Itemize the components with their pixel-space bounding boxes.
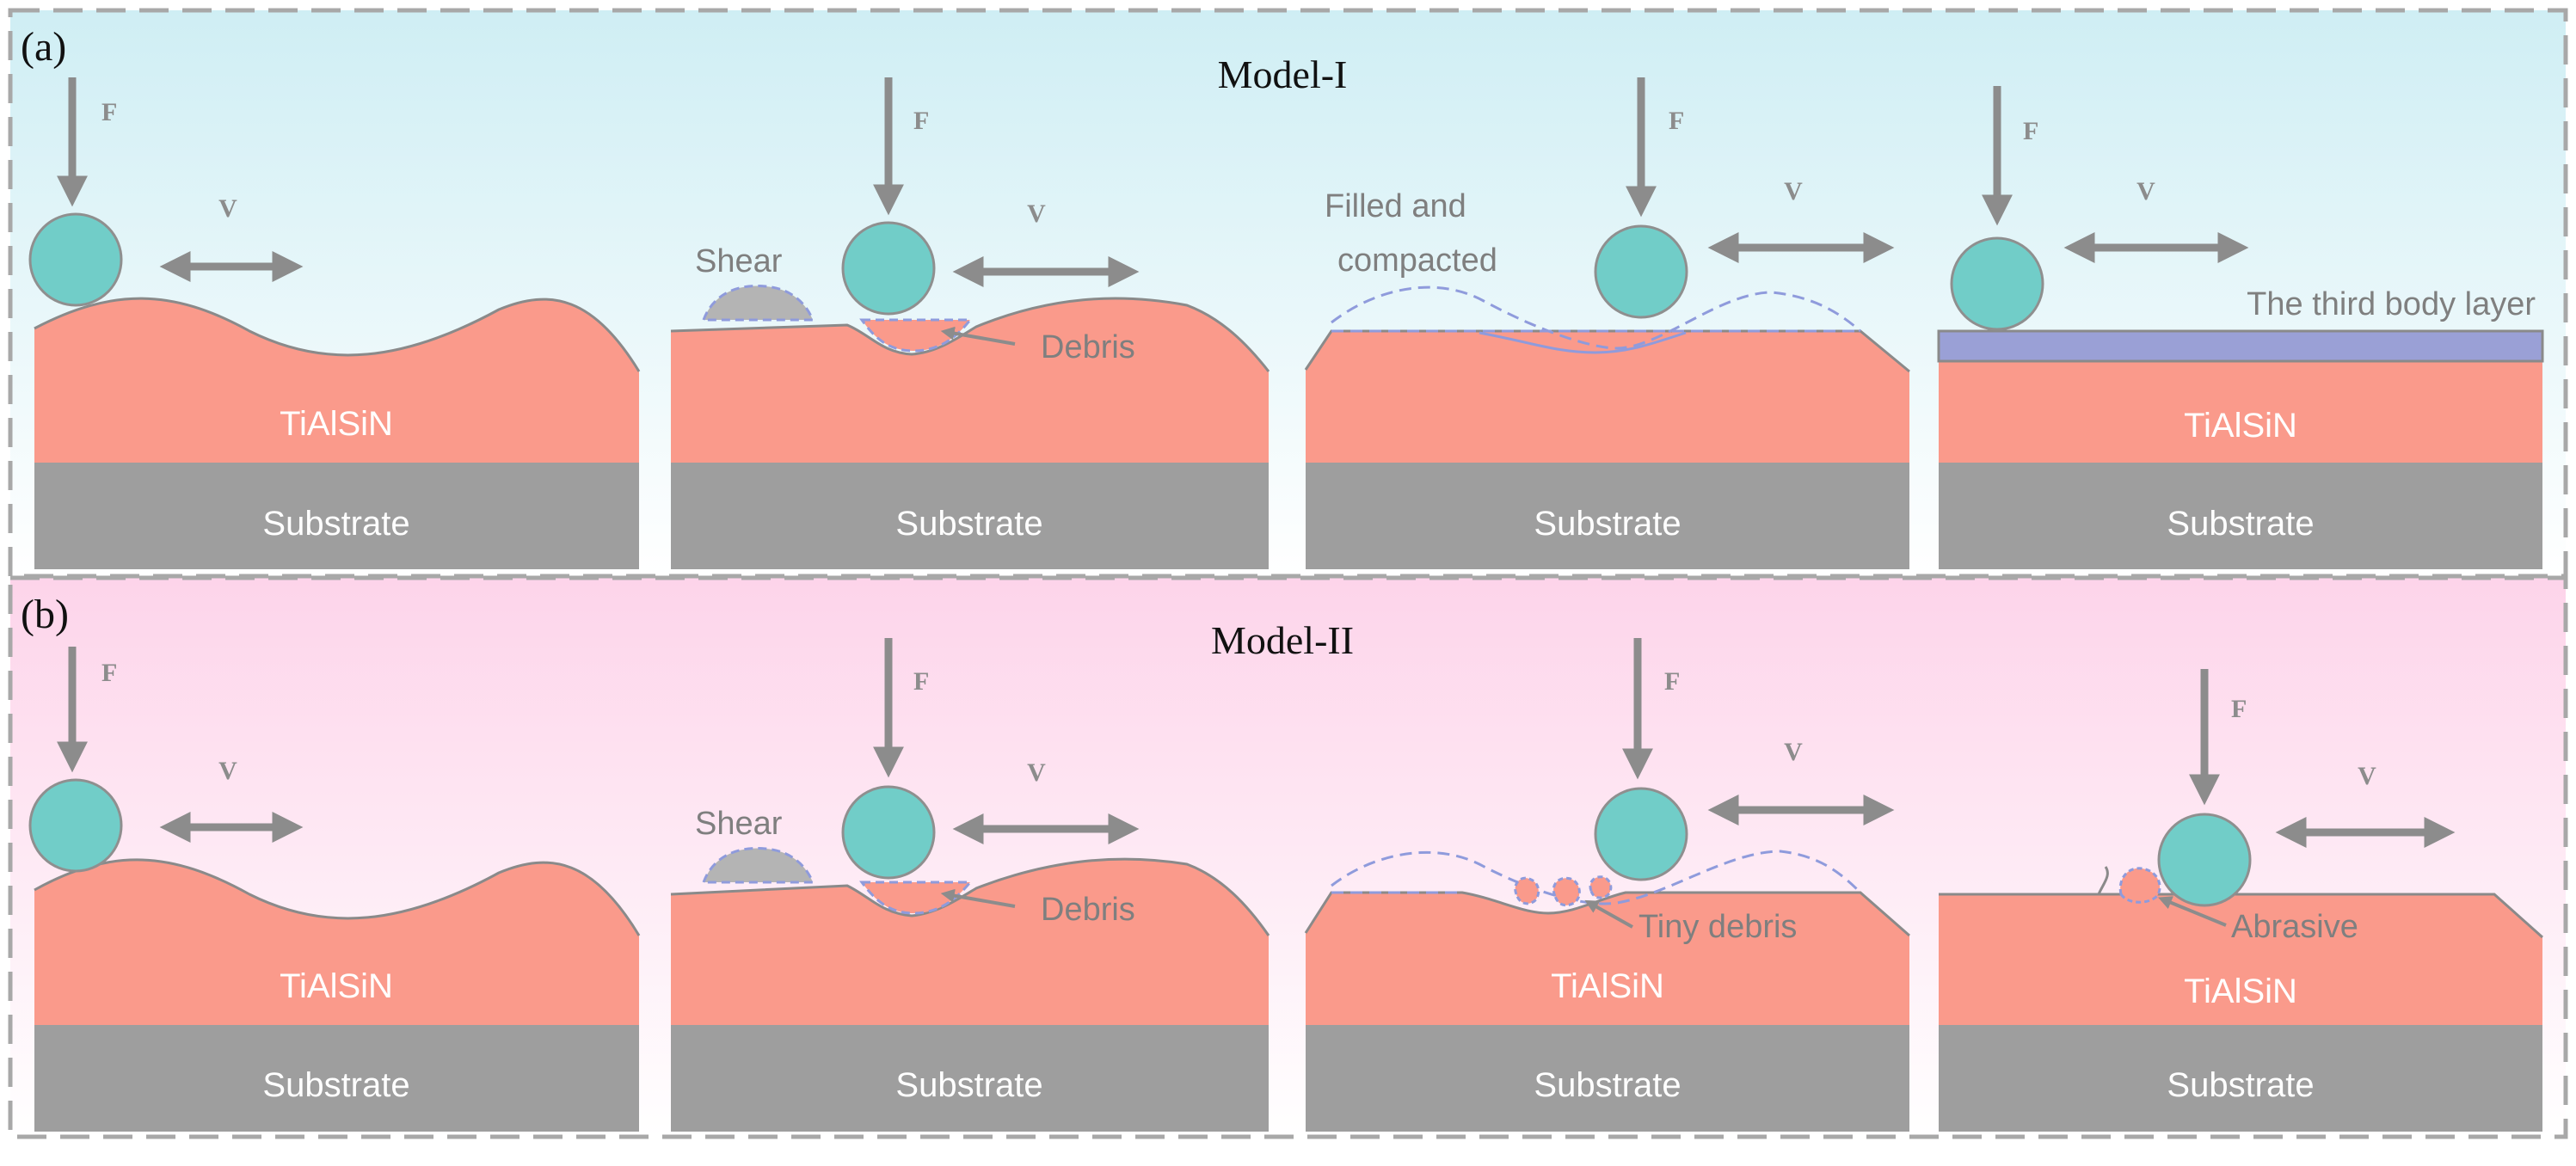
ball (28, 212, 123, 307)
substrate-label: Substrate (2167, 505, 2314, 543)
panel-a: (a) Model-I Substrate TiAlSiN F V Substr… (21, 24, 2544, 569)
shear-label: Shear (695, 243, 783, 279)
debris-label: Debris (1041, 329, 1135, 365)
coating-layer (1306, 331, 1909, 463)
substrate-block (1939, 463, 2542, 569)
force-label: F (101, 659, 117, 687)
coating-layer (1939, 361, 2542, 463)
stage-a4: Substrate The third body layer TiAlSiN F… (1937, 86, 2544, 569)
velocity-label: V (218, 757, 237, 785)
tiny-debris-particle (1589, 875, 1613, 899)
force-label: F (2023, 117, 2038, 145)
coating-label: TiAlSiN (280, 405, 393, 443)
coating-layer (34, 859, 639, 1025)
velocity-label: V (1784, 738, 1803, 766)
ball (1594, 787, 1688, 881)
coating-surface (34, 858, 641, 936)
tiny-debris-pointer (1584, 899, 1633, 929)
ball (841, 221, 936, 316)
ball (1594, 224, 1688, 319)
stage-b3: Substrate Tiny debris TiAlSiN F V (1304, 638, 1910, 1132)
ball (841, 785, 936, 880)
substrate-label: Substrate (1534, 505, 1681, 543)
sheared-fragment (701, 847, 815, 884)
coating-layer (34, 298, 639, 463)
coating-layer (671, 859, 1269, 1025)
abrasive-label: Abrasive (2231, 909, 2358, 945)
original-surface-outline (1331, 285, 1861, 350)
panel-b-frame (8, 575, 2568, 1139)
substrate-label: Substrate (262, 505, 409, 543)
panel-a-frame (8, 8, 2568, 579)
ball (1950, 236, 2044, 331)
velocity-label: V (1027, 199, 1046, 228)
force-label: F (913, 667, 929, 696)
substrate-block (1306, 463, 1909, 569)
tiny-debris-particle (1514, 876, 1540, 905)
coating-surface (1304, 329, 1910, 373)
panel-a-title: Model-I (1218, 52, 1348, 96)
debris-label: Debris (1041, 892, 1135, 928)
velocity-label: V (1027, 758, 1046, 787)
substrate-block (34, 1025, 639, 1132)
substrate-label: Substrate (2167, 1066, 2314, 1104)
substrate-label: Substrate (895, 505, 1042, 543)
force-label: F (101, 98, 117, 126)
velocity-label: V (218, 194, 237, 223)
force-label: F (2231, 695, 2247, 723)
substrate-block (671, 463, 1269, 569)
substrate-label: Substrate (895, 1066, 1042, 1104)
abrasive-pointer (2158, 896, 2227, 927)
ball (28, 778, 123, 873)
substrate-label: Substrate (1534, 1066, 1681, 1104)
abrasive-lip (2097, 866, 2109, 895)
coating-layer (1306, 893, 1909, 1025)
substrate-block (671, 1025, 1269, 1132)
velocity-label: V (2358, 762, 2376, 790)
velocity-label: V (1784, 177, 1803, 206)
coating-layer (671, 298, 1269, 463)
coating-surface (1304, 891, 1910, 937)
debris-pointer (940, 326, 1016, 346)
stage-b2: Substrate Shear Debris F V (670, 638, 1270, 1132)
coating-layer (1939, 894, 2542, 1025)
sheared-fragment (701, 285, 815, 322)
coating-label: TiAlSiN (2184, 407, 2297, 445)
filled-groove-outline (1479, 331, 1687, 354)
coating-label: TiAlSiN (2184, 973, 2297, 1010)
filled-compacted-label-line2: compacted (1337, 242, 1497, 279)
panel-b-label: (b) (21, 592, 69, 637)
stage-b4: Substrate Abrasive TiAlSiN F V (1939, 669, 2543, 1132)
force-label: F (1664, 667, 1680, 696)
abrasive-particle (2118, 867, 2161, 904)
substrate-block (1939, 1025, 2542, 1132)
substrate-block (1306, 1025, 1909, 1132)
stage-a2: Substrate Shear Debris F V (670, 77, 1270, 569)
force-label: F (1669, 107, 1684, 135)
panel-a-label: (a) (21, 24, 66, 70)
third-body-label: The third body layer (2247, 286, 2536, 322)
coating-surface (670, 297, 1270, 372)
coating-surface (670, 857, 1270, 936)
coating-label: TiAlSiN (280, 967, 393, 1005)
shear-label: Shear (695, 806, 783, 842)
panel-b-title: Model-II (1211, 618, 1354, 662)
velocity-label: V (2136, 177, 2155, 206)
stage-a1: Substrate TiAlSiN F V (28, 77, 641, 569)
tiny-debris-label: Tiny debris (1638, 909, 1797, 945)
debris-pointer (940, 888, 1016, 908)
third-body-layer (1937, 329, 2544, 363)
ball (2157, 813, 2252, 907)
force-label: F (913, 107, 929, 135)
substrate-block (34, 463, 639, 569)
filled-compacted-label-line1: Filled and (1325, 188, 1466, 224)
panel-b: (b) Model-II Substrate TiAlSiN F V Subst… (21, 592, 2543, 1132)
tiny-debris-particle (1552, 876, 1581, 907)
stage-b1: Substrate TiAlSiN F V (28, 647, 641, 1132)
substrate-label: Substrate (262, 1066, 409, 1104)
stage-a3: Substrate Filled and compacted F V (1304, 77, 1910, 569)
coating-surface (34, 297, 641, 372)
coating-label: TiAlSiN (1551, 967, 1664, 1005)
